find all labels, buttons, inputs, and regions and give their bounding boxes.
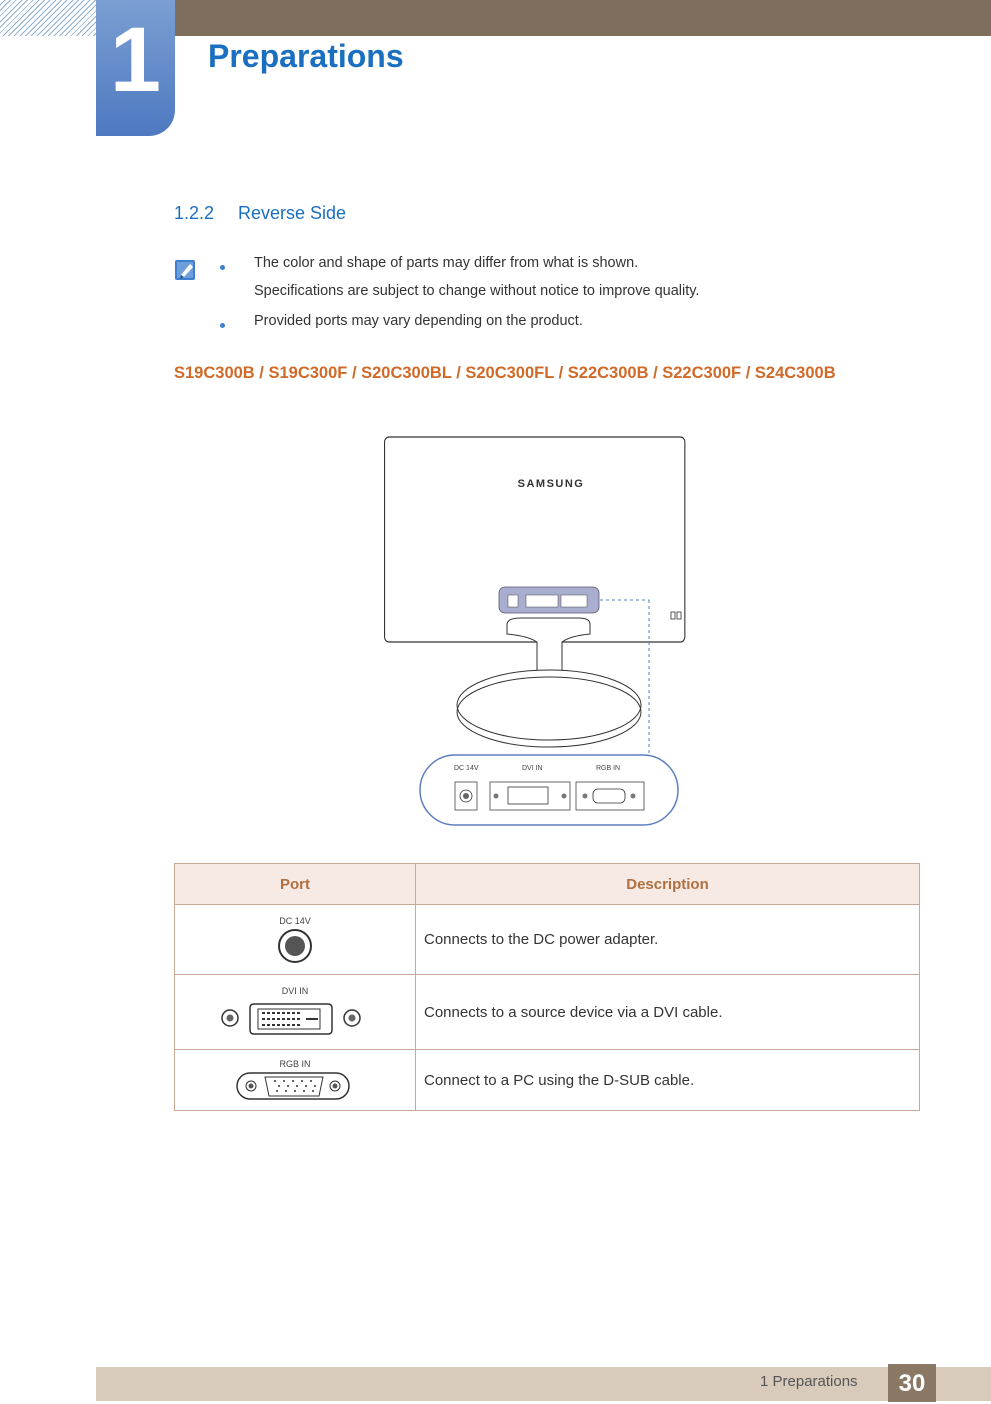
page-number: 30 [888, 1364, 936, 1402]
monitor-body [384, 436, 686, 643]
section-title: Reverse Side [238, 203, 347, 223]
callout-label-rgb: RGB IN [596, 765, 620, 772]
dvi-port-icon [221, 1003, 361, 1035]
description-dc: Connects to the DC power adapter. [415, 904, 920, 975]
port-table: Port Description DC 14V Connects to the … [174, 863, 920, 1111]
table-row: DVI IN Connects to a source d [174, 974, 920, 1050]
callout-label-dc: DC 14V [454, 765, 479, 772]
chapter-number-block: 1 [96, 0, 175, 136]
brand-logo: SAMSUNG [518, 478, 585, 490]
description-dvi: Connects to a source device via a DVI ca… [415, 974, 920, 1050]
dc-power-port-icon [278, 928, 312, 963]
table-row: DC 14V Connects to the DC power adapter. [174, 904, 920, 975]
note-item: Specifications are subject to change wit… [254, 283, 700, 299]
header-description: Description [415, 863, 920, 905]
port-label-dc: DC 14V [279, 915, 311, 926]
port-label-dvi: DVI IN [281, 986, 309, 996]
section-heading: 1.2.2 Reverse Side [174, 203, 346, 224]
footer-chapter-label: 1 Preparations [760, 1373, 858, 1390]
table-row: RGB IN Connect to a PC using the D-SUB c… [174, 1049, 920, 1111]
callout-label-dvi: DVI IN [522, 765, 543, 772]
port-label-rgb: RGB IN [279, 1059, 311, 1069]
model-title: S19C300B / S19C300F / S20C300BL / S20C30… [174, 364, 836, 382]
bullet-marker [220, 323, 225, 328]
note-item: The color and shape of parts may differ … [254, 255, 639, 271]
header-hatch-decoration [0, 0, 96, 36]
footer-bar [96, 1367, 991, 1401]
bullet-marker [220, 265, 225, 270]
description-rgb: Connect to a PC using the D-SUB cable. [415, 1049, 920, 1111]
lock-slot [670, 611, 676, 620]
header-port: Port [174, 863, 416, 905]
section-number: 1.2.2 [174, 203, 215, 223]
note-icon [175, 260, 195, 280]
stand-base [456, 669, 642, 741]
chapter-title: Preparations [208, 38, 404, 74]
rgb-dsub-port-icon [236, 1072, 350, 1100]
header-bar [96, 0, 991, 36]
note-item: Provided ports may vary depending on the… [254, 313, 583, 329]
monitor-rear-illustration: SAMSUNG DC 14V DVI IN RGB IN [384, 436, 686, 826]
